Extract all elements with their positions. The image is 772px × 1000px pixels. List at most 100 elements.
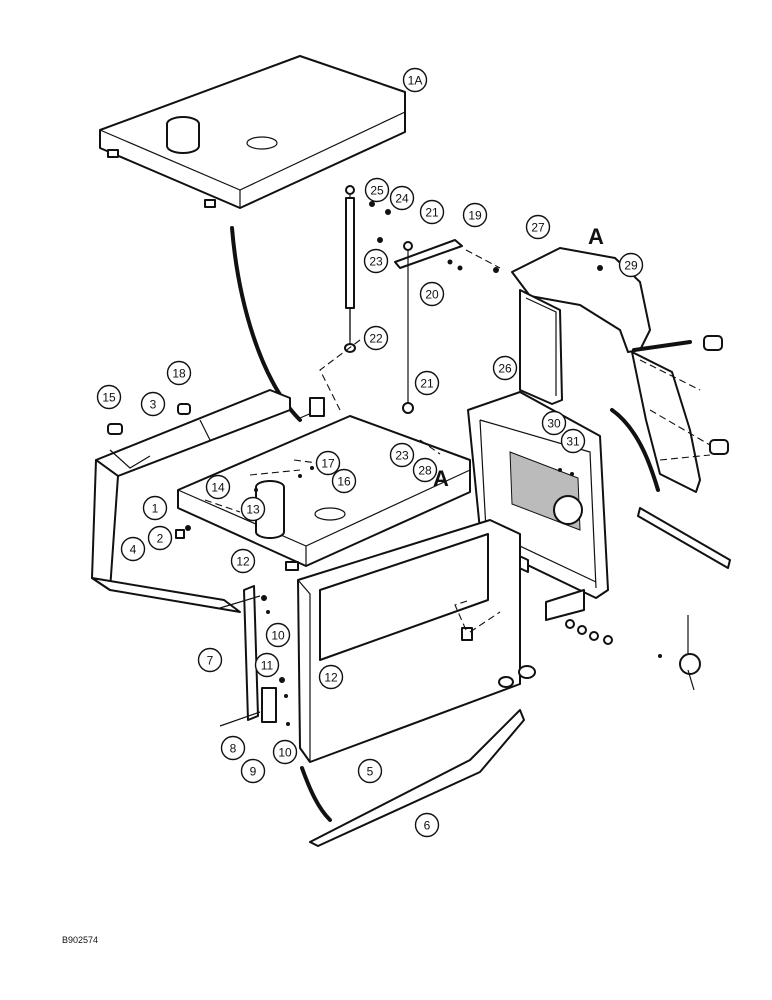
callout-number: 22 <box>369 332 383 346</box>
callout-5: 5 <box>357 758 383 784</box>
callout-circle <box>197 647 223 673</box>
upper-rear-shroud <box>511 247 701 493</box>
callout-7: 7 <box>197 647 223 673</box>
callout-circle <box>318 664 344 690</box>
callout-number: 26 <box>498 362 512 376</box>
callout-number: 12 <box>236 555 250 569</box>
callout-circle <box>166 360 192 386</box>
callout-3: 3 <box>140 391 166 417</box>
callout-number: 25 <box>370 184 384 198</box>
callout-circle <box>220 735 246 761</box>
callout-circle <box>419 281 445 307</box>
callout-15: 15 <box>96 384 122 410</box>
callout-circle <box>419 199 445 225</box>
callout-circle <box>265 622 291 648</box>
callout-number: 4 <box>130 543 137 557</box>
callout-number: 31 <box>566 435 580 449</box>
callout-circle <box>254 652 280 678</box>
callout-30: 30 <box>541 410 567 436</box>
callout-circle <box>357 758 383 784</box>
callout-9: 9 <box>240 758 266 784</box>
handle <box>461 627 473 641</box>
callout-number: 11 <box>261 659 274 673</box>
callout-circle <box>363 248 389 274</box>
callout-number: 28 <box>418 464 432 478</box>
callout-number: 10 <box>278 746 292 760</box>
callout-circle <box>389 442 415 468</box>
callout-circle <box>272 739 298 765</box>
callout-10: 10 <box>265 622 291 648</box>
callout-number: 2 <box>157 532 164 546</box>
callout-number: 18 <box>172 367 186 381</box>
callout-number: 23 <box>395 449 409 463</box>
callout-number: 21 <box>425 206 439 220</box>
callout-circle <box>240 496 266 522</box>
callout-circle <box>402 67 428 93</box>
gas-strut-assembly <box>319 185 501 414</box>
callout-6: 6 <box>414 812 440 838</box>
hinge-assembly <box>219 585 290 727</box>
callout-number: 20 <box>425 288 439 302</box>
callout-21: 21 <box>419 199 445 225</box>
callout-23: 23 <box>363 248 389 274</box>
callout-number: 14 <box>211 481 225 495</box>
lower-seal-strip <box>309 709 525 847</box>
callout-number: 8 <box>230 742 237 756</box>
callout-circle <box>492 355 518 381</box>
left-side-frame <box>91 389 291 613</box>
callout-circle <box>414 370 440 396</box>
callout-circle <box>541 410 567 436</box>
callout-number: 12 <box>324 671 338 685</box>
callout-4: 4 <box>120 536 146 562</box>
callout-number: 3 <box>150 398 157 412</box>
callout-24: 24 <box>389 185 415 211</box>
callout-number: 13 <box>246 503 260 517</box>
callout-circle <box>462 202 488 228</box>
callout-circle <box>412 457 438 483</box>
callout-14: 14 <box>205 474 231 500</box>
callout-circle <box>315 450 341 476</box>
callout-20: 20 <box>419 281 445 307</box>
callout-circle <box>414 812 440 838</box>
callout-1: 1 <box>142 495 168 521</box>
callout-circle <box>364 177 390 203</box>
callout-circle <box>120 536 146 562</box>
leader-line <box>632 340 692 352</box>
callout-12: 12 <box>318 664 344 690</box>
callout-10: 10 <box>272 739 298 765</box>
callout-31: 31 <box>560 428 586 454</box>
seal-strip <box>637 507 731 569</box>
callout-circle <box>560 428 586 454</box>
callout-19: 19 <box>462 202 488 228</box>
callout-number: 19 <box>468 209 482 223</box>
callout-number: 17 <box>321 457 335 471</box>
callout-16: 16 <box>331 468 357 494</box>
clip <box>177 403 191 415</box>
callout-number: 23 <box>369 255 383 269</box>
callout-11: 11 <box>254 652 280 678</box>
leader-line <box>300 766 332 822</box>
callout-18: 18 <box>166 360 192 386</box>
callout-number: 29 <box>624 259 638 273</box>
callout-28: 28 <box>412 457 438 483</box>
callout-17: 17 <box>315 450 341 476</box>
top-cover-panel <box>99 55 406 209</box>
mounting-bracket <box>545 589 701 691</box>
callout-number: 5 <box>367 765 374 779</box>
callout-26: 26 <box>492 355 518 381</box>
callout-number: 1A <box>408 74 423 88</box>
callout-number: 27 <box>531 221 545 235</box>
callout-circle <box>140 391 166 417</box>
callout-number: 24 <box>395 192 409 206</box>
callout-circle <box>240 758 266 784</box>
callout-number: 16 <box>337 475 351 489</box>
callout-circle <box>525 214 551 240</box>
section-marker-a: A <box>433 466 449 491</box>
callout-22: 22 <box>363 325 389 351</box>
callout-circle <box>363 325 389 351</box>
callout-number: 9 <box>250 765 257 779</box>
callout-number: 21 <box>420 377 434 391</box>
callout-25: 25 <box>364 177 390 203</box>
callout-number: 7 <box>207 654 214 668</box>
